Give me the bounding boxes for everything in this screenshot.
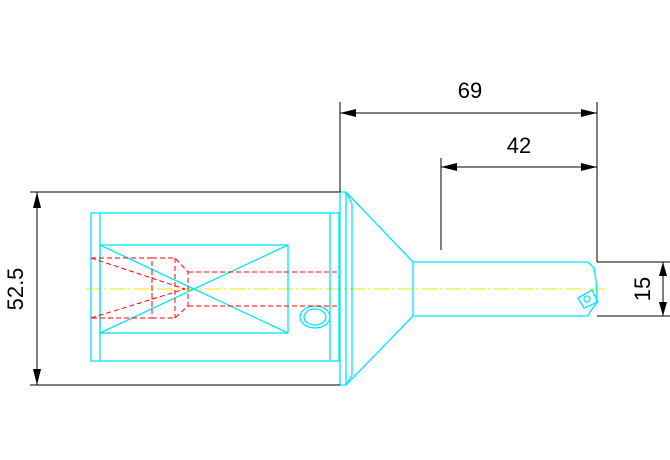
dimension-overall-length: 69 <box>339 78 598 262</box>
shank <box>412 261 598 317</box>
dimension-flange-diameter: 52.5 <box>3 191 340 386</box>
tool-body <box>90 212 340 362</box>
hidden-lines <box>90 257 340 319</box>
overall-length-label: 69 <box>458 78 482 103</box>
dimension-shank-length: 42 <box>440 133 597 250</box>
shank-length-label: 42 <box>507 133 531 158</box>
flange-diameter-label: 52.5 <box>3 268 28 311</box>
cone <box>345 191 414 386</box>
dimension-shank-diameter: 15 <box>597 261 670 317</box>
screw-hole <box>299 305 331 329</box>
insert <box>577 289 599 309</box>
shank-diameter-label: 15 <box>630 277 655 301</box>
